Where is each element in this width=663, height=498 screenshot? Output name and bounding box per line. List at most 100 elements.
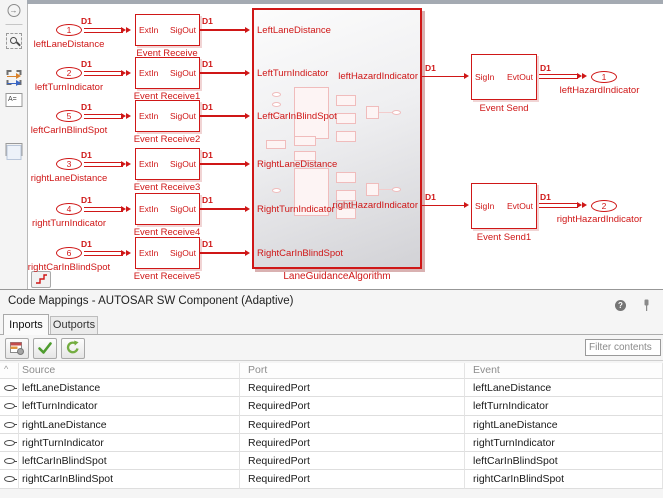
cell-port: RequiredPort (240, 379, 465, 398)
inport-row-icon (0, 452, 19, 471)
wire-arrow-icon (464, 202, 469, 208)
wire-arrow-icon (121, 112, 126, 119)
inport-row-icon (0, 433, 19, 453)
wire-label: D1 (81, 16, 92, 26)
wire-arrow-icon (245, 160, 250, 167)
block-name: Event Send1 (476, 232, 532, 243)
cell-port: RequiredPort (240, 415, 465, 434)
wire-arrow-icon (245, 112, 250, 119)
wire-arrow-icon (126, 205, 131, 212)
receive-row: D1 1 leftLaneDistance ExtIn SigOut Event… (0, 14, 430, 62)
wire-arrow-icon (582, 202, 587, 208)
outport-block[interactable]: 2 (591, 199, 617, 212)
update-code-mappings-button[interactable] (5, 338, 29, 359)
event-wire (84, 113, 123, 119)
wire-label: D1 (202, 102, 213, 112)
signal-wire (422, 204, 464, 207)
receive-row: D1 6 rightCarInBlindSpot ExtIn SigOut Ev… (0, 237, 430, 285)
inport-block[interactable]: 1 (56, 24, 82, 36)
validate-button[interactable] (33, 338, 57, 359)
event-receive-block[interactable]: ExtIn SigOut (135, 57, 200, 89)
sample-time-legend-button[interactable] (31, 271, 51, 288)
wire-label: D1 (540, 192, 551, 202)
update-code-mappings-icon (10, 342, 24, 355)
algorithm-input-label: RightCarInBlindSpot (257, 248, 344, 259)
signal-wire (200, 72, 246, 74)
column-header-source[interactable]: Source (19, 363, 240, 379)
inport-label: rightTurnIndicator (31, 218, 107, 229)
wire-label: D1 (202, 195, 213, 205)
lane-guidance-algorithm-block[interactable] (252, 8, 422, 269)
block-name: Event Send (479, 103, 529, 114)
signal-wire (200, 208, 246, 210)
event-receive-block[interactable]: ExtIn SigOut (135, 148, 200, 180)
wire-label: D1 (81, 59, 92, 69)
event-receive-block[interactable]: ExtIn SigOut (135, 237, 200, 269)
wire-label: D1 (202, 239, 213, 249)
block-port-label: SigOut (170, 248, 196, 258)
wire-label: D1 (81, 239, 92, 249)
wire-label: D1 (202, 16, 213, 26)
wire-arrow-icon (121, 160, 126, 167)
pin-icon[interactable] (642, 299, 651, 317)
event-receive-block[interactable]: ExtIn SigOut (135, 100, 200, 132)
event-send-block[interactable]: SigIn EvtOut (471, 183, 537, 229)
event-wire (84, 250, 123, 256)
sample-time-legend-icon (36, 274, 47, 284)
refresh-button[interactable] (61, 338, 85, 359)
event-receive-block[interactable]: ExtIn SigOut (135, 14, 200, 46)
tab-outports[interactable]: Outports (50, 316, 98, 334)
inport-row-icon (0, 397, 19, 416)
validate-icon (38, 342, 52, 354)
tab-inports[interactable]: Inports (3, 314, 49, 335)
event-send-block[interactable]: SigIn EvtOut (471, 54, 537, 100)
signal-wire (200, 29, 246, 31)
inport-row-icon (0, 415, 19, 434)
wire-arrow-icon (121, 205, 126, 212)
cell-source: leftCarInBlindSpot (19, 452, 240, 471)
canvas-palette: → A= (0, 0, 27, 335)
block-name: Event Receive (136, 48, 198, 59)
cell-source: rightTurnIndicator (19, 433, 240, 453)
cell-event: leftTurnIndicator (465, 397, 663, 416)
text-annotation-icon[interactable]: A= (5, 93, 22, 107)
toolstrip-edge (27, 0, 663, 4)
wire-arrow-icon (464, 73, 469, 79)
block-port-label: ExtIn (139, 111, 159, 121)
block-port-label: SigOut (170, 204, 196, 214)
help-icon[interactable]: ? (615, 300, 626, 311)
cell-source: leftTurnIndicator (19, 397, 240, 416)
wire-label: D1 (425, 192, 436, 202)
inport-block[interactable]: 4 (56, 203, 82, 215)
cell-port: RequiredPort (240, 470, 465, 489)
outport-block[interactable]: 1 (591, 70, 617, 83)
inport-row-icon (0, 379, 19, 398)
route-arrows-icon[interactable] (6, 73, 21, 87)
inport-block[interactable]: 3 (56, 158, 82, 170)
outport-label: rightHazardIndicator (556, 214, 643, 225)
receive-row: D1 2 leftTurnIndicator ExtIn SigOut Even… (0, 57, 430, 105)
wire-arrow-icon (126, 26, 131, 33)
column-header-event[interactable]: Event (465, 363, 663, 379)
block-port-label: ExtIn (139, 204, 159, 214)
panel-title: Code Mappings - AUTOSAR SW Component (Ad… (8, 295, 294, 307)
block-port-label: SigOut (170, 159, 196, 169)
pane-collapse-icon[interactable]: → (7, 4, 20, 17)
zoom-region-icon[interactable] (5, 33, 22, 49)
inport-block[interactable]: 5 (56, 110, 82, 122)
algorithm-output-label: leftHazardIndicator (338, 71, 418, 82)
inport-block[interactable]: 2 (56, 67, 82, 79)
block-name: Event Receive3 (133, 182, 201, 193)
wire-arrow-icon (577, 202, 582, 208)
column-header-port[interactable]: Port (240, 363, 465, 379)
event-receive-block[interactable]: ExtIn SigOut (135, 193, 200, 225)
block-port-label: SigOut (170, 25, 196, 35)
filter-input[interactable] (585, 339, 661, 356)
inport-block[interactable]: 6 (56, 247, 82, 259)
area-annotation-icon[interactable] (6, 145, 21, 160)
wire-arrow-icon (126, 160, 131, 167)
block-port-label: EvtOut (507, 201, 533, 211)
algorithm-input-label: RightLaneDistance (257, 159, 338, 170)
cell-event: leftLaneDistance (465, 379, 663, 398)
